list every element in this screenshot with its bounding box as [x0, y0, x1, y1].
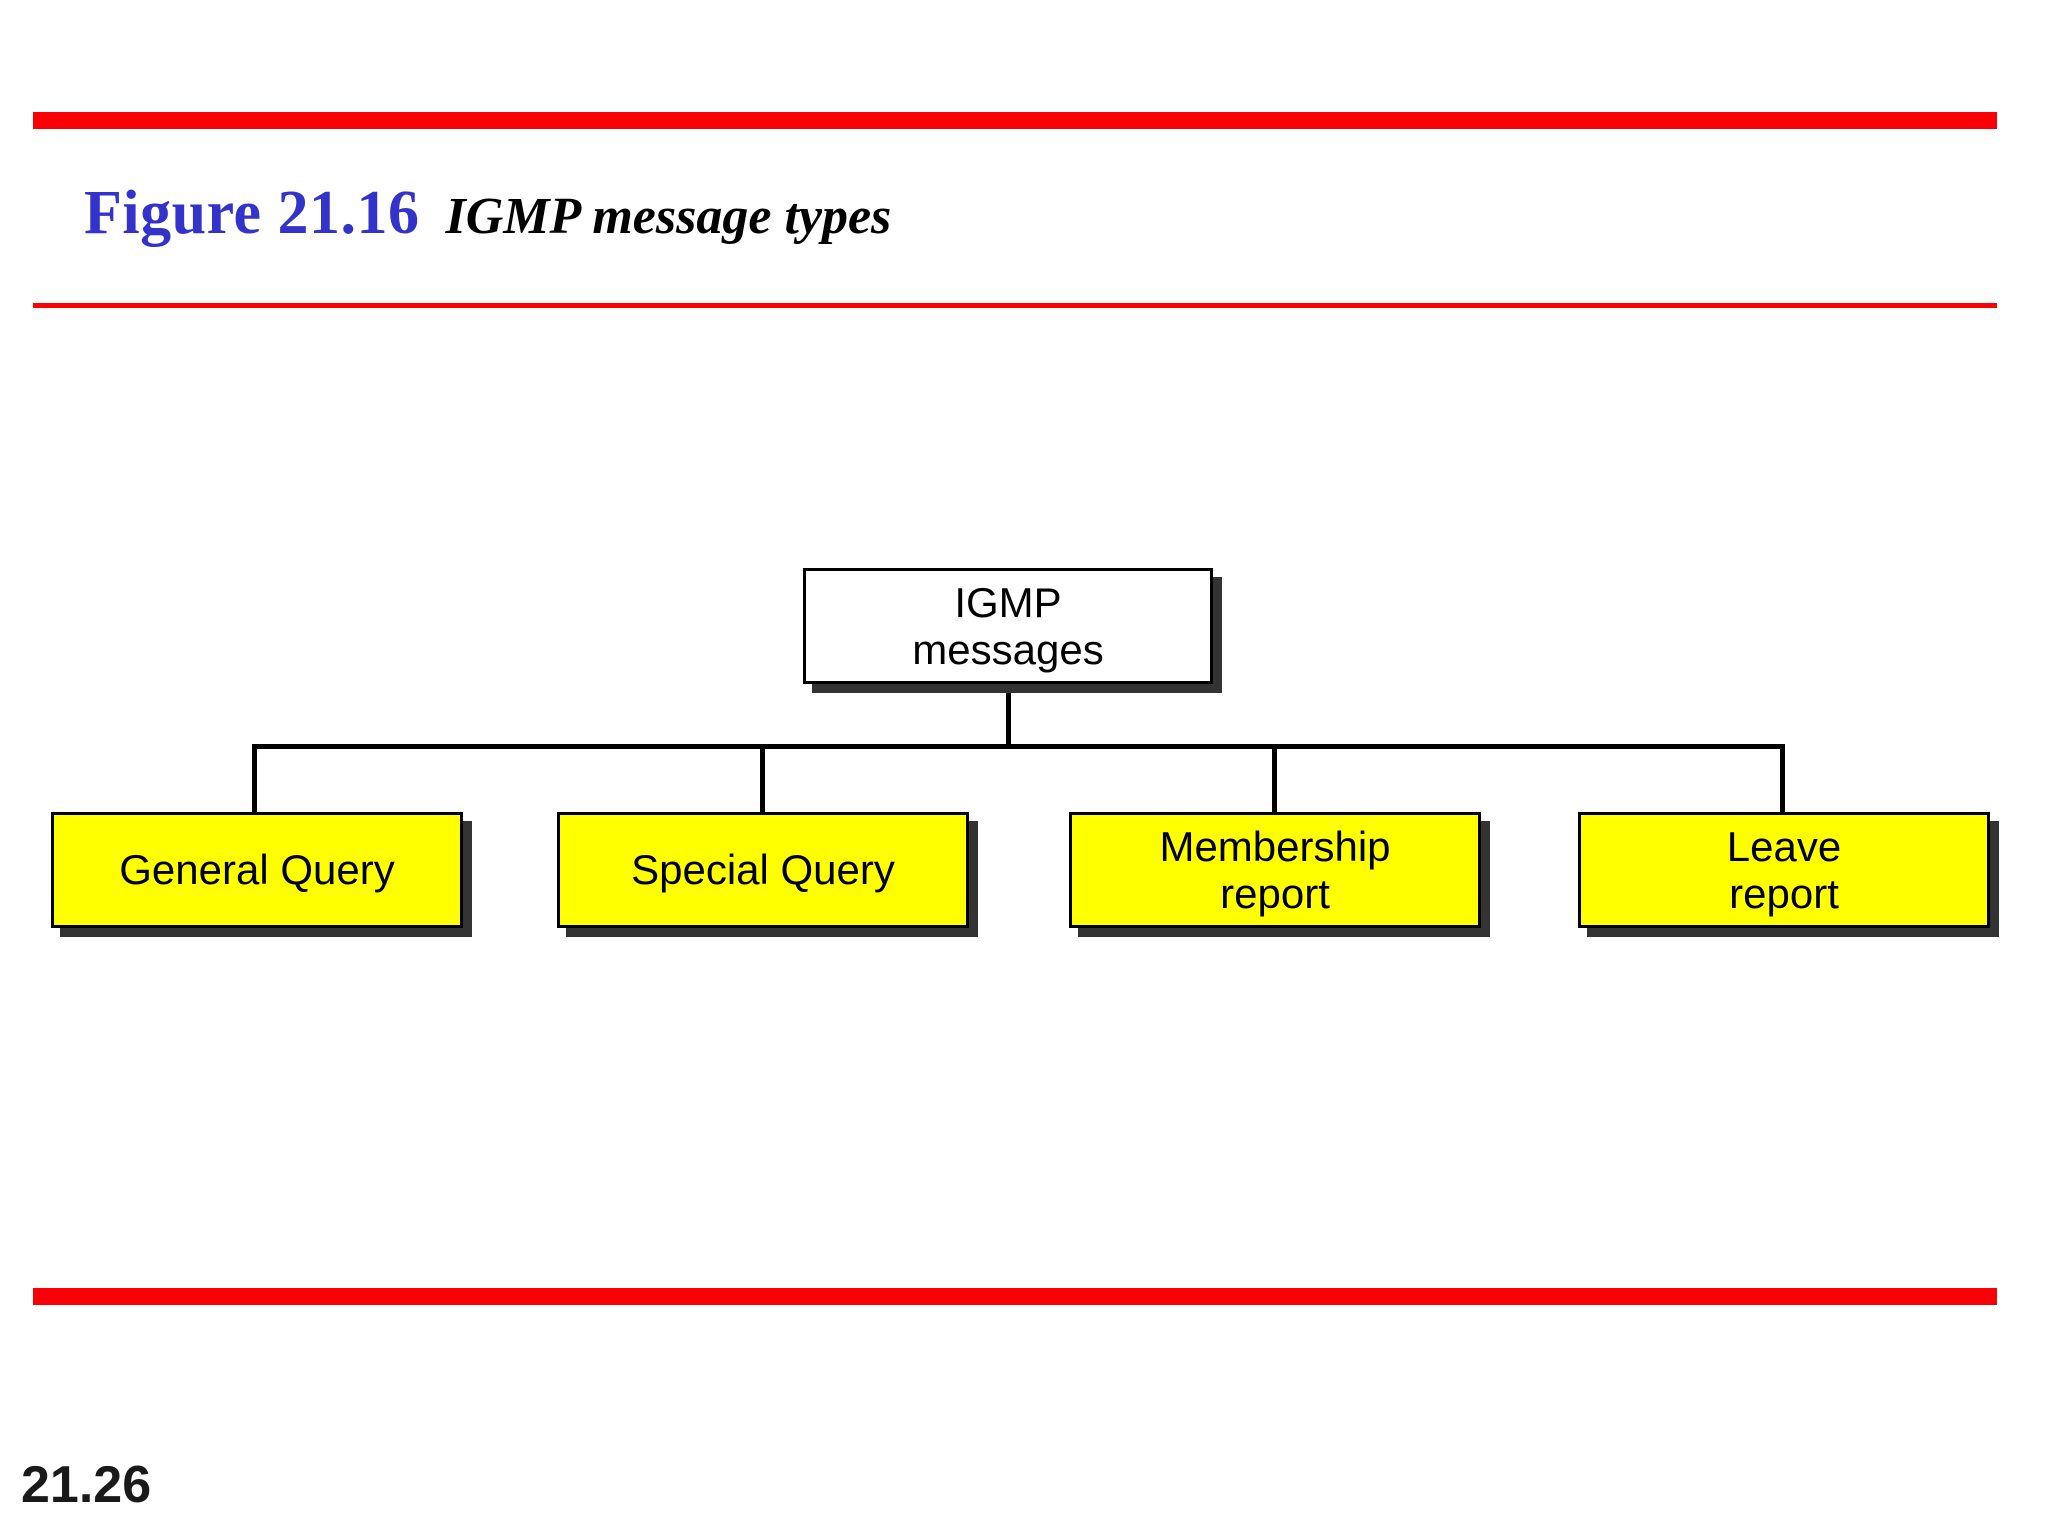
node-membership-report-line2: report [1220, 870, 1330, 917]
node-leave-report-line2: report [1729, 870, 1839, 917]
connector-drop-general-query [252, 744, 257, 814]
connector-drop-leave-report [1780, 744, 1785, 814]
node-igmp-messages: IGMP messages [803, 568, 1213, 684]
page-number: 21.26 [21, 1456, 152, 1514]
node-leave-report: Leave report [1578, 812, 1990, 928]
node-general-query-line1: General Query [119, 846, 395, 894]
node-igmp-messages-line2: messages [912, 626, 1104, 673]
figure-label: Figure 21.16 [84, 179, 420, 247]
connector-drop-special-query [760, 744, 765, 814]
connector-horizontal-bus [252, 744, 1785, 749]
connector-drop-membership-report [1272, 744, 1277, 814]
node-special-query-line1: Special Query [631, 846, 895, 894]
figure-title: Figure 21.16 IGMP message types [84, 182, 891, 244]
node-igmp-messages-line1: IGMP [954, 578, 1062, 626]
figure-caption: IGMP message types [445, 188, 892, 245]
connector-root-stem [1006, 683, 1011, 748]
title-separator-rule [33, 303, 1997, 308]
node-special-query: Special Query [557, 812, 969, 928]
bottom-red-rule [33, 1288, 1997, 1305]
top-red-rule [33, 112, 1997, 129]
node-membership-report: Membership report [1069, 812, 1481, 928]
node-membership-report-line1: Membership [1159, 822, 1391, 870]
node-leave-report-line1: Leave [1726, 822, 1842, 870]
node-general-query: General Query [51, 812, 463, 928]
